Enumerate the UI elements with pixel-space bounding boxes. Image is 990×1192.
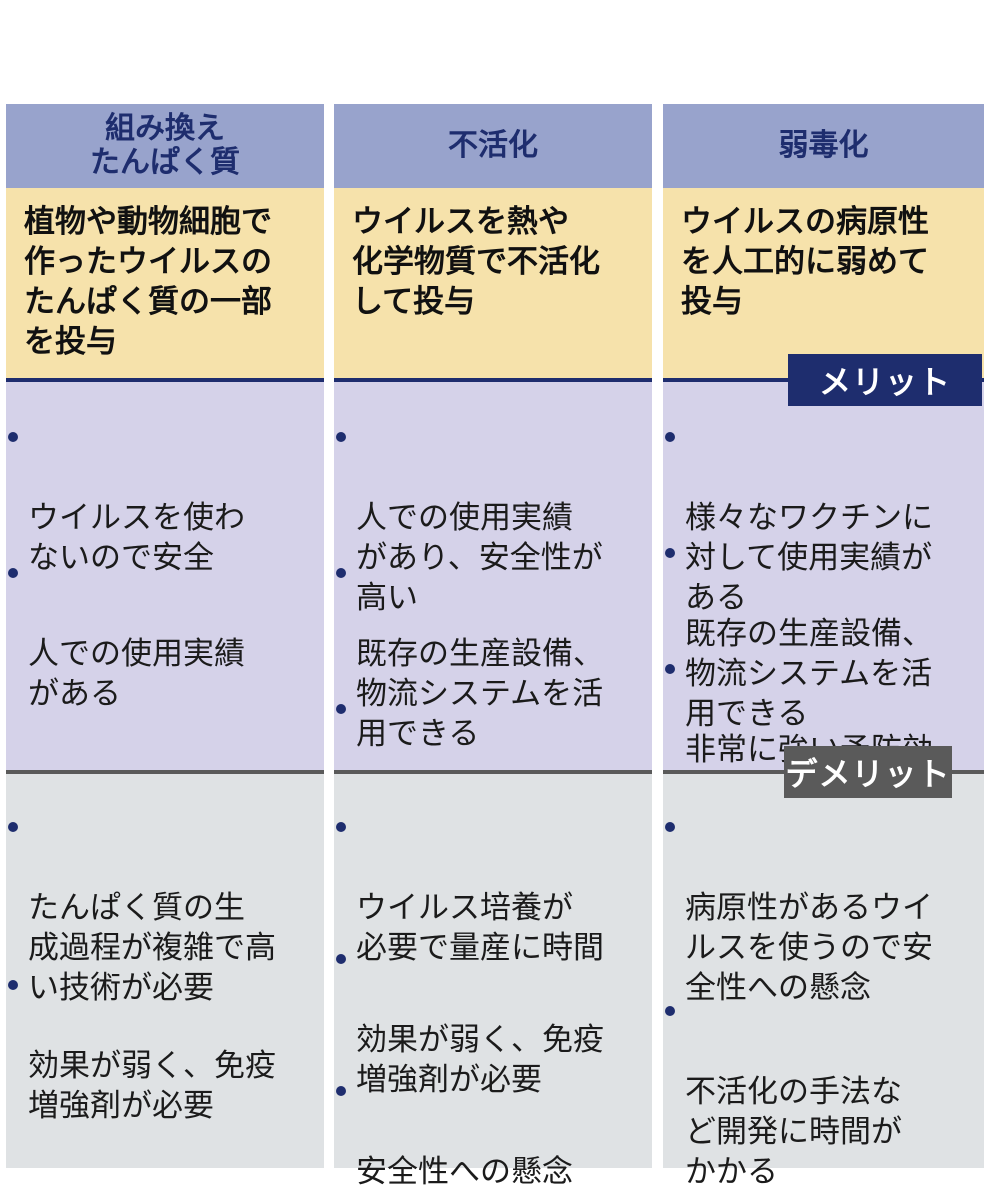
column-description: ウイルスの病原性 を人工的に弱めて 投与 bbox=[663, 188, 984, 378]
demerit-item: 安全性への懸念 bbox=[334, 1072, 648, 1192]
demerit-item: ウイルス培養が 必要で量産に時間 bbox=[334, 808, 648, 968]
merit-item-text: 人での使用実績 がある bbox=[28, 636, 245, 712]
demerit-item-text: 不活化の手法な ど開発に時間が かかる bbox=[685, 1074, 902, 1190]
column-attenuated: 弱毒化 ウイルスの病原性 を人工的に弱めて 投与 様々なワクチンに 対して使用実… bbox=[663, 104, 984, 1190]
merit-item: ウイルスを使わ ないので安全 bbox=[6, 418, 320, 578]
bullet-icon bbox=[336, 954, 346, 964]
demerit-item-text: たんぱく質の生 成過程が複雑で高 い技術が必要 bbox=[28, 890, 276, 1006]
demerit-section: たんぱく質の生 成過程が複雑で高 い技術が必要 効果が弱く、免疫 増強剤が必要 bbox=[6, 774, 324, 1168]
merit-item-text: 既存の生産設備、 物流システムを活 用できる bbox=[685, 616, 933, 732]
bullet-icon bbox=[8, 822, 18, 832]
bullet-icon bbox=[336, 432, 346, 442]
demerit-item-text: ウイルス培養が 必要で量産に時間 bbox=[356, 890, 604, 966]
bullet-icon bbox=[665, 548, 675, 558]
bullet-icon bbox=[336, 822, 346, 832]
demerit-item: 病原性があるウイ ルスを使うので安 全性への懸念 bbox=[663, 808, 980, 1008]
demerit-item-text: 安全性への懸念 bbox=[356, 1154, 573, 1190]
demerit-divider bbox=[6, 770, 324, 774]
merit-item-text: 既存の生産設備、 物流システムを活 用できる bbox=[356, 636, 604, 752]
merit-section: 様々なワクチンに 対して使用実績が ある 既存の生産設備、 物流システムを活 用… bbox=[663, 382, 984, 808]
merit-badge: メリット bbox=[788, 354, 982, 406]
merit-divider bbox=[334, 378, 652, 382]
bullet-icon bbox=[665, 822, 675, 832]
merit-item-text: ウイルスを使わ ないので安全 bbox=[28, 500, 245, 576]
merit-item: 人での使用実績 があり、安全性が 高い bbox=[334, 418, 648, 618]
merit-item-text: 様々なワクチンに 対して使用実績が ある bbox=[685, 500, 933, 616]
demerit-item: たんぱく質の生 成過程が複雑で高 い技術が必要 bbox=[6, 808, 320, 1008]
column-header: 組み換え たんぱく質 bbox=[6, 104, 324, 188]
bullet-icon bbox=[8, 568, 18, 578]
merit-item-text: 人での使用実績 があり、安全性が 高い bbox=[356, 500, 603, 616]
bullet-icon bbox=[665, 1006, 675, 1016]
bullet-icon bbox=[8, 980, 18, 990]
bullet-icon bbox=[8, 432, 18, 442]
demerit-item: 効果が弱く、免疫 増強剤が必要 bbox=[334, 940, 648, 1100]
column-header: 不活化 bbox=[334, 104, 652, 188]
column-recombinant-protein: 組み換え たんぱく質 植物や動物細胞で 作ったウイルスの たんぱく質の一部 を投… bbox=[6, 104, 324, 1168]
demerit-item-text: 効果が弱く、免疫 増強剤が必要 bbox=[28, 1048, 276, 1124]
merit-item: 既存の生産設備、 物流システムを活 用できる bbox=[334, 554, 648, 754]
bullet-icon bbox=[336, 568, 346, 578]
bullet-icon bbox=[336, 704, 346, 714]
demerit-item-text: 効果が弱く、免疫 増強剤が必要 bbox=[356, 1022, 604, 1098]
bullet-icon bbox=[665, 432, 675, 442]
demerit-item: 効果が弱く、免疫 増強剤が必要 bbox=[6, 966, 320, 1126]
merit-section: 人での使用実績 があり、安全性が 高い 既存の生産設備、 物流システムを活 用で… bbox=[334, 382, 652, 808]
demerit-item-text: 病原性があるウイ ルスを使うので安 全性への懸念 bbox=[685, 890, 933, 1006]
demerit-section: 病原性があるウイ ルスを使うので安 全性への懸念 不活化の手法な ど開発に時間が… bbox=[663, 774, 984, 1190]
demerit-section: ウイルス培養が 必要で量産に時間 効果が弱く、免疫 増強剤が必要 安全性への懸念 bbox=[334, 774, 652, 1190]
merit-item: 人での使用実績 がある bbox=[6, 554, 320, 714]
merit-divider bbox=[6, 378, 324, 382]
merit-section: ウイルスを使わ ないので安全 人での使用実績 がある bbox=[6, 382, 324, 770]
demerit-badge: デメリット bbox=[784, 746, 952, 798]
demerit-divider bbox=[334, 770, 652, 774]
bullet-icon bbox=[336, 1086, 346, 1096]
demerit-item: 不活化の手法な ど開発に時間が かかる bbox=[663, 992, 980, 1192]
column-description: 植物や動物細胞で 作ったウイルスの たんぱく質の一部 を投与 bbox=[6, 188, 324, 378]
column-header: 弱毒化 bbox=[663, 104, 984, 188]
comparison-table: 組み換え たんぱく質 植物や動物細胞で 作ったウイルスの たんぱく質の一部 を投… bbox=[0, 104, 990, 1190]
bullet-icon bbox=[665, 664, 675, 674]
column-inactivated: 不活化 ウイルスを熱や 化学物質で不活化 して投与 人での使用実績 があり、安全… bbox=[334, 104, 652, 1190]
merit-item: 様々なワクチンに 対して使用実績が ある bbox=[663, 418, 980, 618]
merit-item: 既存の生産設備、 物流システムを活 用できる bbox=[663, 534, 980, 734]
column-description: ウイルスを熱や 化学物質で不活化 して投与 bbox=[334, 188, 652, 378]
